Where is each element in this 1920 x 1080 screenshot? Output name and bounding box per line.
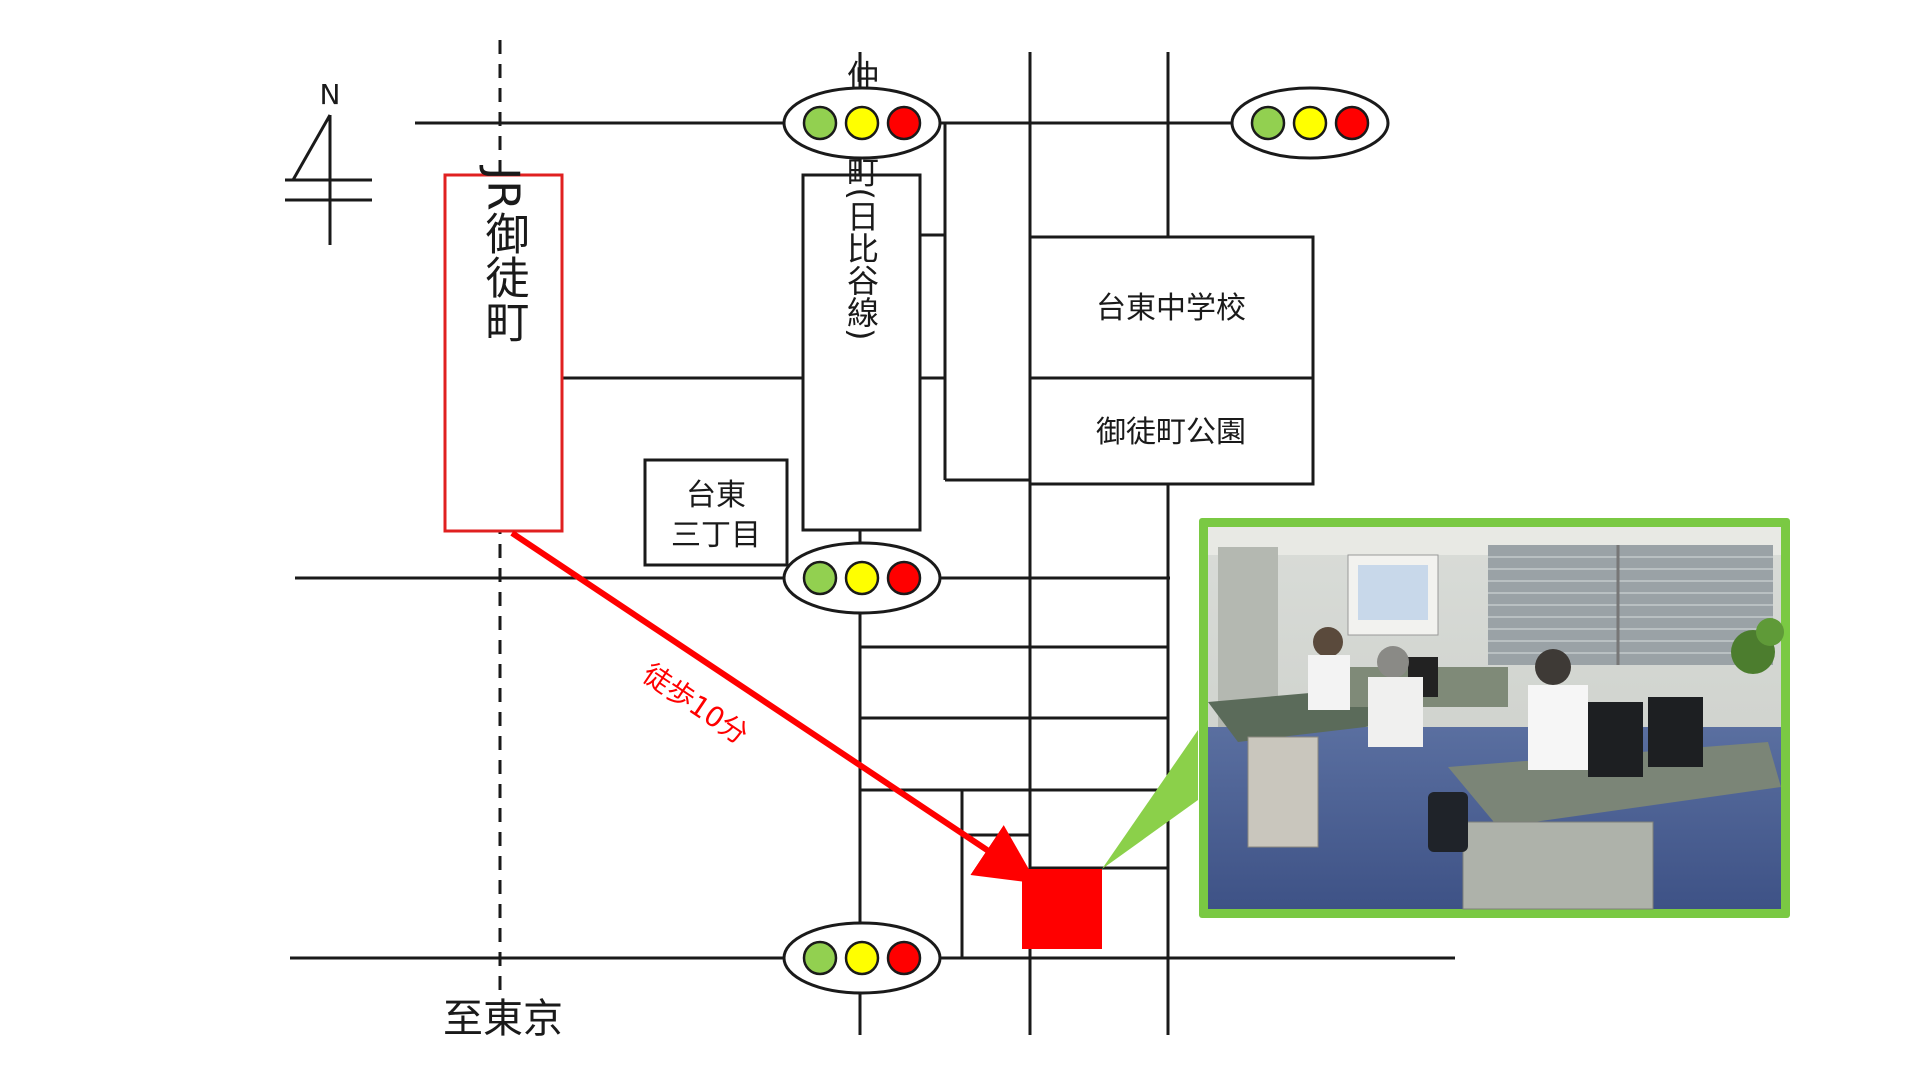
school-park-block: 台東中学校 御徒町公園 <box>1028 235 1315 486</box>
direction-label: 至東京 <box>443 996 563 1042</box>
north-arrow-icon <box>285 114 372 245</box>
taito-3chome-marker: 台東 三丁目 <box>643 458 789 567</box>
jr-station: JR御徒町 <box>443 164 564 533</box>
school-label: 台東中学校 <box>1096 291 1246 326</box>
traffic-light-icon <box>782 86 942 160</box>
walking-route: 徒歩10分 <box>510 530 1037 884</box>
jr-station-label: JR御徒町 <box>478 164 530 343</box>
photo-callout-pointer <box>1102 730 1198 869</box>
walking-route-label: 徒歩10分 <box>636 657 754 751</box>
traffic-light-icon <box>782 921 942 995</box>
walking-route-arrow-icon <box>510 530 1037 884</box>
north-label: N <box>320 78 341 111</box>
taito-3chome-line1: 台東 <box>686 478 746 513</box>
taito-3chome-line2: 三丁目 <box>671 518 761 553</box>
office-photo <box>1199 518 1790 918</box>
compass: N <box>285 78 372 245</box>
traffic-light-icon <box>782 541 942 615</box>
park-label: 御徒町公園 <box>1096 415 1246 450</box>
traffic-light-icon <box>1230 86 1390 160</box>
destination-marker <box>1022 869 1102 949</box>
